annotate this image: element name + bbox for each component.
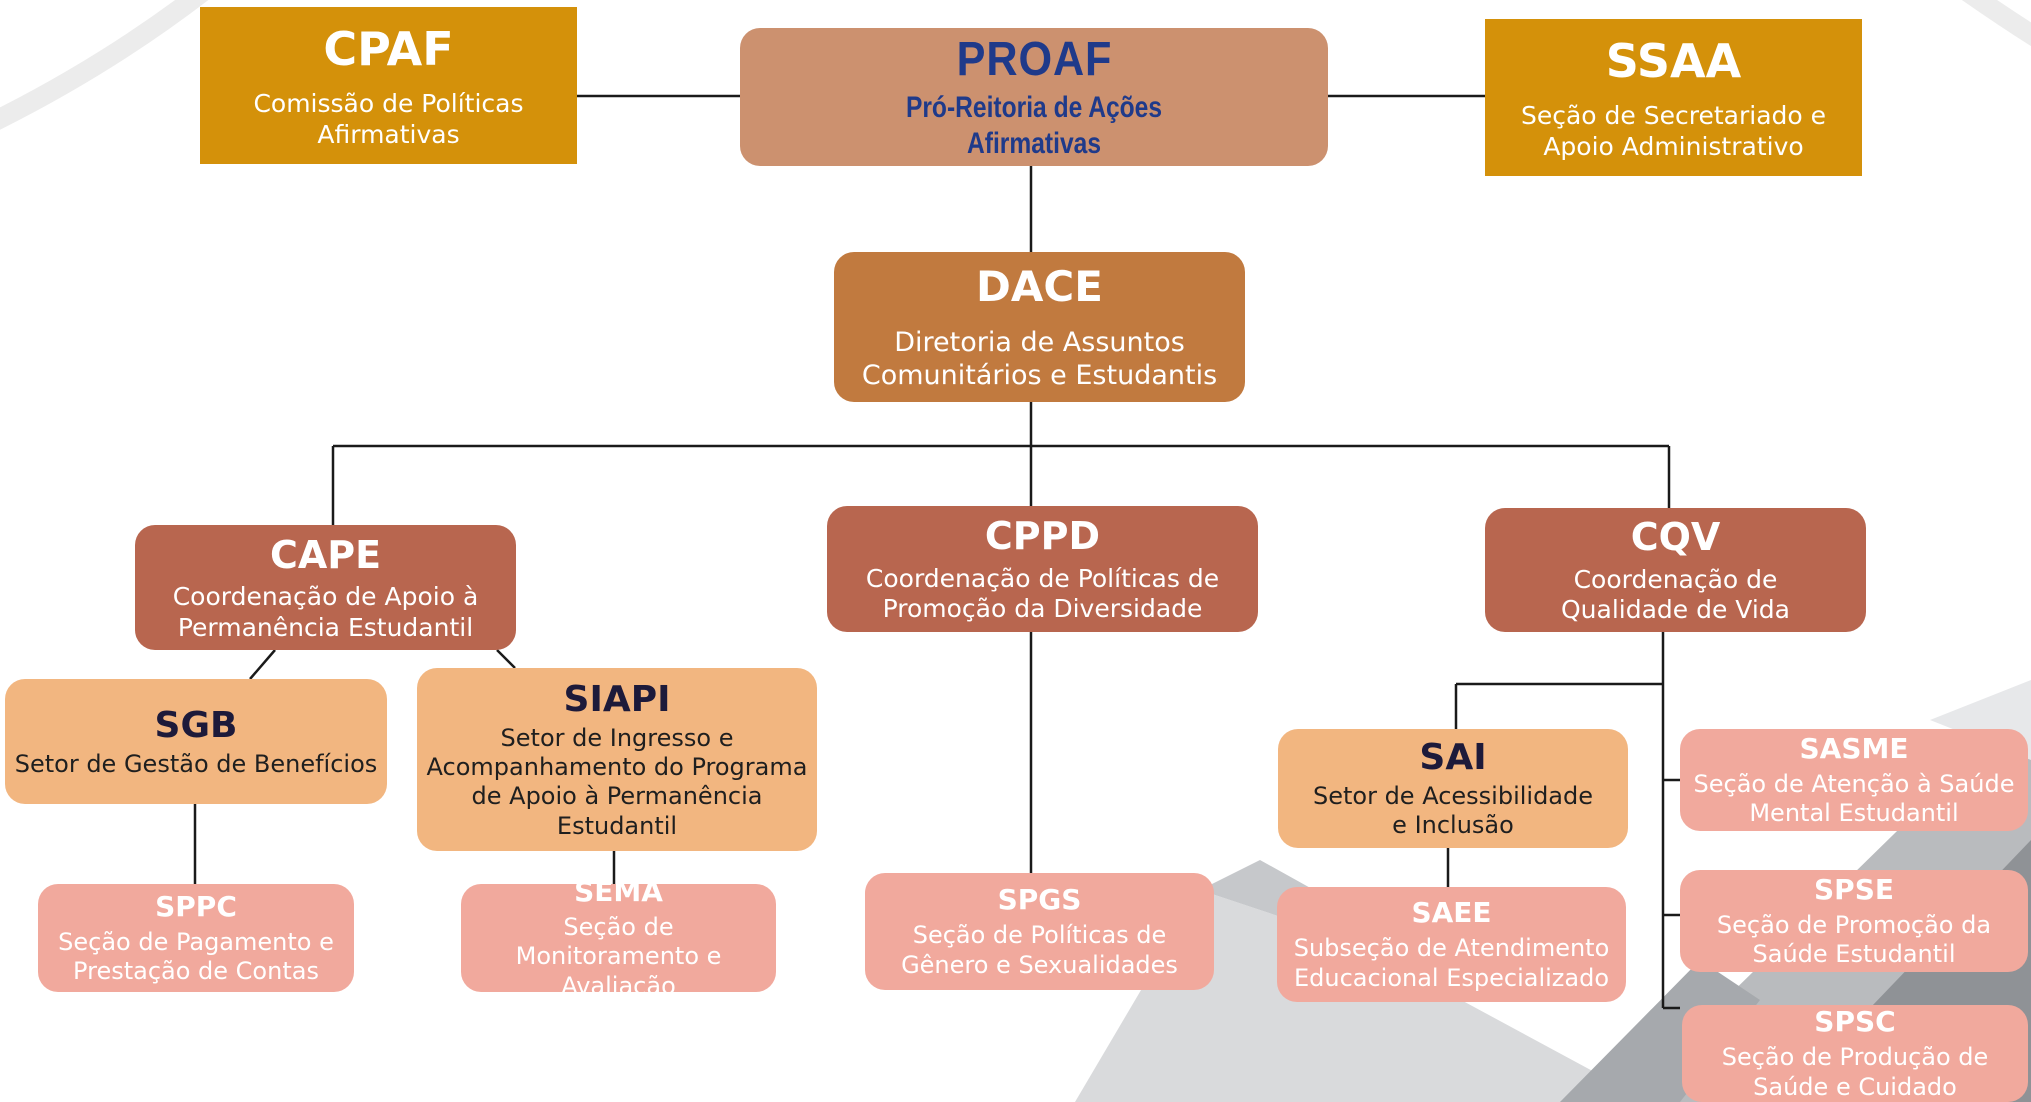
node-sasme-abbr: SASME [1799, 731, 1909, 765]
node-cape: CAPE Coordenação de Apoio à Permanência … [135, 525, 516, 650]
node-sgb-abbr: SGB [154, 704, 238, 746]
node-saee: SAEE Subseção de Atendimento Educacional… [1277, 887, 1626, 1002]
node-sasme-name: Seção de Atenção à Saúde Mental Estudant… [1693, 769, 2015, 828]
node-spsc: SPSC Seção de Produção de Saúde e Cuidad… [1682, 1005, 2028, 1102]
background-arc-right [1961, 0, 2031, 47]
node-siapi-abbr: SIAPI [563, 679, 671, 721]
node-cppd: CPPD Coordenação de Políticas de Promoçã… [827, 506, 1258, 632]
node-cqv: CQV Coordenação de Qualidade de Vida [1485, 508, 1866, 632]
node-cppd-abbr: CPPD [984, 514, 1101, 559]
node-sgb-name: Setor de Gestão de Benefícios [14, 749, 378, 778]
node-cqv-name: Coordenação de Qualidade de Vida [1560, 564, 1790, 625]
node-saee-abbr: SAEE [1411, 896, 1492, 930]
node-siapi-name: Setor de Ingresso e Acompanhamento do Pr… [426, 723, 808, 840]
node-siapi: SIAPI Setor de Ingresso e Acompanhamento… [417, 668, 817, 851]
node-cqv-abbr: CQV [1630, 515, 1721, 560]
node-sgb: SGB Setor de Gestão de Benefícios [5, 679, 387, 804]
node-sppc: SPPC Seção de Pagamento e Prestação de C… [38, 884, 354, 992]
node-saee-name: Subseção de Atendimento Educacional Espe… [1293, 934, 1610, 992]
node-spgs-abbr: SPGS [997, 883, 1082, 917]
node-sai: SAI Setor de Acessibilidade e Inclusão [1278, 729, 1628, 848]
node-cape-name: Coordenação de Apoio à Permanência Estud… [172, 582, 479, 642]
node-spgs-name: Seção de Políticas de Gênero e Sexualida… [901, 921, 1178, 979]
connector-cape-sgb [249, 649, 276, 680]
node-cpaf: CPAF Comissão de Políticas Afirmativas [200, 7, 577, 164]
node-proaf-name: Pró-Reitoria de Ações Afirmativas [905, 90, 1163, 161]
node-dace-name: Diretoria de Assuntos Comunitários e Est… [861, 326, 1218, 391]
node-sppc-abbr: SPPC [155, 889, 237, 923]
node-proaf-abbr: PROAF [956, 33, 1112, 87]
node-sema-name: Seção de Monitoramento e Avaliação [515, 913, 722, 1000]
node-cape-abbr: CAPE [269, 532, 382, 577]
node-spsc-abbr: SPSC [1814, 1005, 1896, 1039]
node-spse: SPSE Seção de Promoção da Saúde Estudant… [1680, 870, 2028, 972]
node-dace-abbr: DACE [976, 262, 1103, 312]
node-cppd-name: Coordenação de Políticas de Promoção da … [865, 563, 1220, 624]
node-sai-name: Setor de Acessibilidade e Inclusão [1312, 782, 1594, 840]
node-spse-name: Seção de Promoção da Saúde Estudantil [1716, 910, 1992, 969]
node-spsc-name: Seção de Produção de Saúde e Cuidado [1721, 1043, 1989, 1101]
node-proaf: PROAF Pró-Reitoria de Ações Afirmativas [740, 28, 1328, 166]
node-ssaa-abbr: SSAA [1605, 33, 1742, 88]
node-sema: SEMA Seção de Monitoramento e Avaliação [461, 875, 776, 1000]
connector-cape-siapi [496, 649, 516, 669]
node-sppc-name: Seção de Pagamento e Prestação de Contas [58, 927, 334, 986]
node-sema-abbr: SEMA [574, 875, 663, 909]
node-sasme: SASME Seção de Atenção à Saúde Mental Es… [1680, 729, 2028, 831]
node-ssaa-name: Seção de Secretariado e Apoio Administra… [1520, 101, 1827, 161]
node-spse-abbr: SPSE [1814, 872, 1894, 906]
node-ssaa: SSAA Seção de Secretariado e Apoio Admin… [1485, 19, 1862, 176]
node-sai-abbr: SAI [1419, 737, 1487, 779]
background-arc-left [0, 0, 209, 130]
node-cpaf-name: Comissão de Políticas Afirmativas [253, 89, 524, 149]
node-cpaf-abbr: CPAF [323, 21, 454, 76]
node-dace: DACE Diretoria de Assuntos Comunitários … [834, 252, 1245, 402]
node-spgs: SPGS Seção de Políticas de Gênero e Sexu… [865, 873, 1214, 990]
